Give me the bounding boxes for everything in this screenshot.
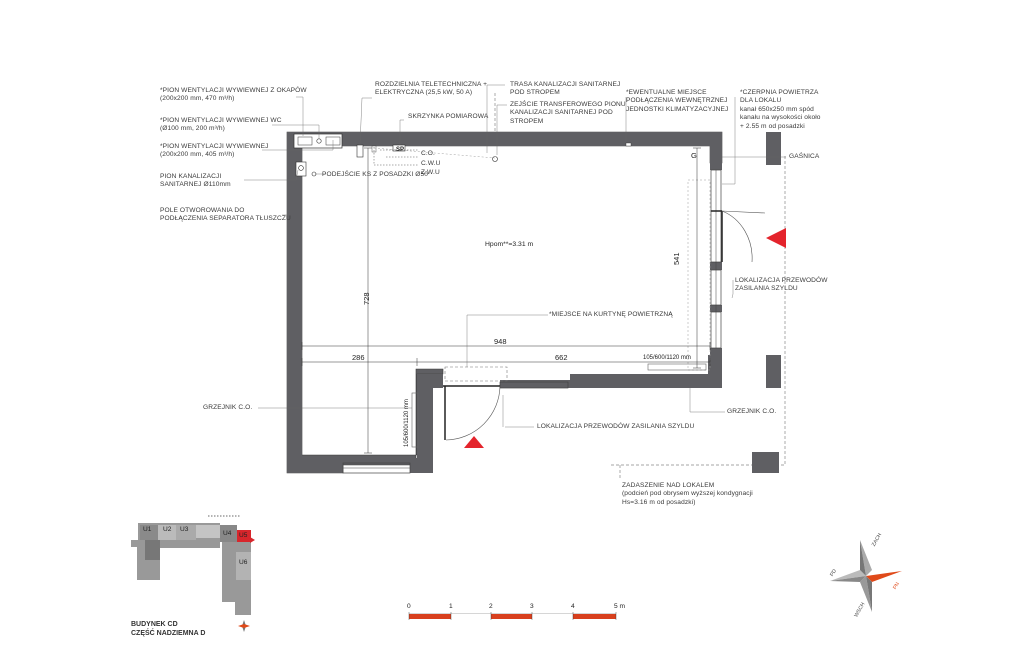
east-door-swing-line bbox=[721, 210, 766, 214]
scale-bar bbox=[408, 612, 617, 620]
ac-outlet-icon bbox=[625, 142, 632, 147]
sewer-transfer-icon bbox=[492, 156, 498, 162]
unit-u2: U2 bbox=[163, 526, 172, 533]
radiator-left-dims: 105/600/1120 mm bbox=[404, 399, 410, 447]
label-extinguisher: GAŚNICA bbox=[789, 153, 820, 160]
unit-u5: U5 bbox=[239, 532, 248, 539]
key-plan-compass-icon bbox=[238, 620, 250, 632]
scale-tick-5: 5 m bbox=[614, 603, 625, 610]
label-radiator-right: GRZEJNIK C.O. bbox=[727, 408, 777, 415]
label-canopy: ZADASZENIE NAD LOKALEM(podcień pod obrys… bbox=[622, 482, 753, 506]
scale-tick-3: 3 bbox=[530, 603, 534, 610]
air-curtain-zone-east bbox=[687, 179, 711, 371]
vent-hood-shaft bbox=[297, 136, 313, 146]
key-plan bbox=[131, 515, 255, 615]
dim-541: 541 bbox=[672, 252, 681, 265]
scale-tick-2: 2 bbox=[489, 603, 493, 610]
label-cwu: C.W.U bbox=[421, 160, 441, 167]
dim-728: 728 bbox=[362, 292, 371, 305]
column-ne bbox=[766, 132, 781, 165]
radiator-right-dims: 105/600/1120 mm bbox=[643, 355, 691, 361]
scale-tick-0: 0 bbox=[407, 603, 411, 610]
unit-u4: U4 bbox=[223, 530, 232, 537]
canopy-outline bbox=[494, 93, 786, 478]
label-sign-wire-bottom: LOKALIZACJA PRZEWODÓW ZASILANIA SZYLDU bbox=[537, 423, 695, 430]
label-radiator-left: GRZEJNIK C.O. bbox=[203, 404, 253, 411]
sewer-riser-box bbox=[295, 161, 307, 177]
sewer-route-line bbox=[373, 147, 496, 159]
column-se bbox=[752, 452, 779, 473]
compass-icon bbox=[830, 540, 902, 612]
pipe-marker bbox=[371, 145, 377, 153]
label-vent-wc: *PION WENTYLACJI WYWIEWNEJ WC(Ø100 mm, 2… bbox=[160, 117, 282, 133]
label-air-curtain: *MIEJSCE NA KURTYNĘ POWIETRZNĄ bbox=[549, 311, 673, 318]
radiator-right-shape bbox=[647, 363, 707, 371]
unit-u6: U6 bbox=[239, 559, 248, 566]
wall-south-east bbox=[570, 355, 722, 388]
label-vent-3: *PION WENTYLACJI WYWIEWNEJ(200x200 mm, 4… bbox=[160, 143, 269, 159]
g-mark: G bbox=[691, 151, 697, 160]
east-wall-piers bbox=[710, 163, 722, 356]
wall-door-left bbox=[417, 374, 443, 473]
label-meter-box: SKRZYNKA POMIAROWA bbox=[408, 113, 489, 120]
outer-wall bbox=[286, 131, 723, 474]
wall-south-mid bbox=[500, 380, 570, 388]
sewer-riser-icon bbox=[298, 165, 304, 171]
dim-948: 948 bbox=[494, 337, 507, 346]
east-door-swing bbox=[721, 210, 753, 263]
column-e bbox=[766, 355, 781, 388]
room-height: Hpom**=3.31 m bbox=[485, 241, 534, 248]
label-telecom: ROZDZIELNIA TELETECHNICZNA +ELEKTRYCZNA … bbox=[375, 81, 488, 97]
scale-tick-4: 4 bbox=[571, 603, 575, 610]
label-co: C.O. bbox=[421, 150, 435, 157]
scale-tick-1: 1 bbox=[449, 603, 453, 610]
label-floor-drain: PODEJŚCIE KS Z POSADZKI Ø50 bbox=[322, 171, 429, 178]
leader-lines bbox=[244, 84, 786, 428]
wall-north-west bbox=[287, 132, 722, 473]
south-window-2 bbox=[499, 381, 569, 389]
unit-u1: U1 bbox=[143, 526, 152, 533]
vent-wc-pipe-icon bbox=[316, 138, 322, 144]
sp-mark: SP bbox=[396, 147, 405, 153]
meter-box-icon bbox=[392, 144, 406, 152]
air-curtain-zone bbox=[444, 366, 508, 382]
telecom-panel-icon bbox=[356, 144, 364, 158]
east-entrance-arrow bbox=[766, 228, 786, 248]
radiator-left-shape bbox=[411, 392, 419, 448]
dim-662: 662 bbox=[555, 353, 568, 362]
unit-u3: U3 bbox=[180, 526, 189, 533]
south-entrance-arrow bbox=[464, 436, 484, 448]
label-zwu: Z.W.U bbox=[421, 169, 440, 176]
south-door-swing bbox=[445, 385, 501, 441]
dim-286: 286 bbox=[352, 353, 365, 362]
label-vent-hood: *PION WENTYLACJI WYWIEWNEJ Z OKAPÓW(200x… bbox=[160, 87, 307, 103]
